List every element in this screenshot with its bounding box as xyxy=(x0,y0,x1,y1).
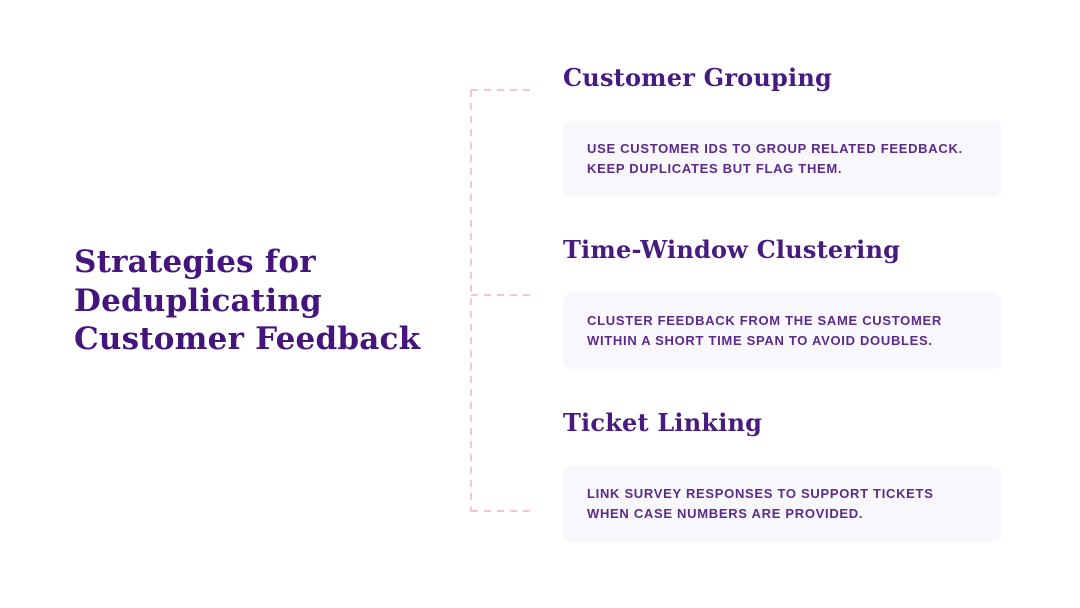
page-title: Strategies for Deduplicating Customer Fe… xyxy=(74,243,434,359)
section-heading: Time-Window Clustering xyxy=(563,235,901,264)
strategy-section-ticket-linking: Ticket Linking LINK SURVEY RESPONSES TO … xyxy=(563,408,1002,542)
section-body: USE CUSTOMER IDS TO GROUP RELATED FEEDBA… xyxy=(587,139,978,179)
section-body-line: KEEP DUPLICATES BUT FLAG THEM. xyxy=(587,161,843,176)
section-body-line: WITHIN A SHORT TIME SPAN TO AVOID DOUBLE… xyxy=(587,333,933,348)
section-body: CLUSTER FEEDBACK FROM THE SAME CUSTOMER … xyxy=(587,311,978,351)
section-card: USE CUSTOMER IDS TO GROUP RELATED FEEDBA… xyxy=(563,121,1002,197)
page-title-line: Customer Feedback xyxy=(74,321,421,357)
dashed-connector-bracket xyxy=(470,89,531,512)
strategy-section-time-window-clustering: Time-Window Clustering CLUSTER FEEDBACK … xyxy=(563,235,1002,369)
page-title-line: Deduplicating xyxy=(74,282,322,319)
section-card: LINK SURVEY RESPONSES TO SUPPORT TICKETS… xyxy=(563,466,1002,542)
section-body-line: LINK SURVEY RESPONSES TO SUPPORT TICKETS xyxy=(587,486,934,501)
page-title-line: Strategies for xyxy=(74,244,316,280)
section-body-line: USE CUSTOMER IDS TO GROUP RELATED FEEDBA… xyxy=(587,141,963,156)
strategy-section-customer-grouping: Customer Grouping USE CUSTOMER IDS TO GR… xyxy=(563,63,1002,197)
section-body: LINK SURVEY RESPONSES TO SUPPORT TICKETS… xyxy=(587,484,978,524)
section-body-line: WHEN CASE NUMBERS ARE PROVIDED. xyxy=(587,506,864,521)
section-heading: Ticket Linking xyxy=(563,408,763,437)
section-heading: Customer Grouping xyxy=(563,63,832,92)
section-body-line: CLUSTER FEEDBACK FROM THE SAME CUSTOMER xyxy=(587,313,942,328)
section-card: CLUSTER FEEDBACK FROM THE SAME CUSTOMER … xyxy=(563,293,1002,369)
